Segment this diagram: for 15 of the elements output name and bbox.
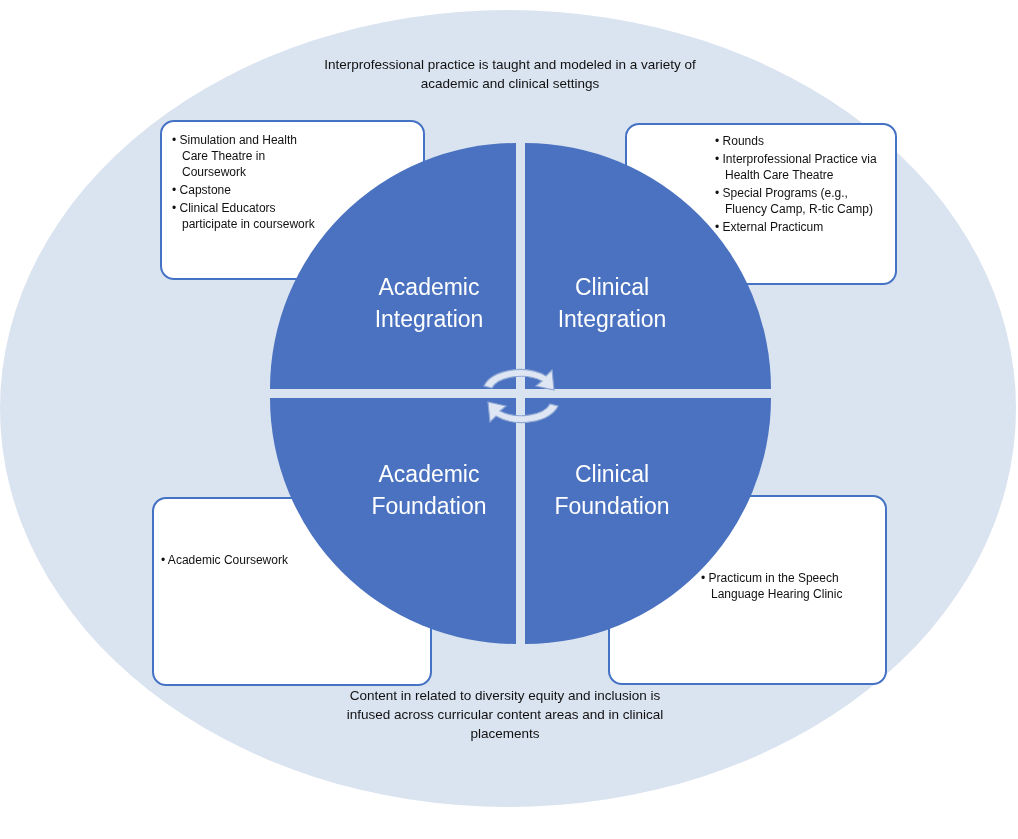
bullet-item: • Special Programs (e.g., Fluency Camp, R-tic Camp) [715, 185, 875, 217]
caption-text: Content in related to diversity equity and inclusion is infused across curricular content areas and in clinical placements [345, 687, 665, 743]
bullet-item: • External Practicum [715, 219, 825, 235]
quadrant-label: Academic Foundation [370, 460, 488, 521]
bullet-item: • Practicum in the Speech Language Hearing Clinic [701, 570, 844, 602]
quadrant-label: Clinical Foundation [553, 460, 671, 521]
bullet-item: • Clinical Educators participate in coursework [172, 200, 316, 232]
bullet-item: • Academic Coursework [161, 552, 289, 568]
caption-text: Interprofessional practice is taught and modeled in a variety of academic and clinical settings [323, 56, 697, 93]
bullet-item: • Rounds [715, 133, 765, 149]
quadrant-label: Academic Integration [373, 273, 485, 334]
bullet-item: • Capstone [172, 182, 232, 198]
bullet-item: • Simulation and Health Care Theatre in Coursework [172, 132, 298, 180]
quadrant-label: Clinical Integration [556, 273, 668, 334]
bullet-item: • Interprofessional Practice via Health Care Theatre [715, 151, 878, 183]
